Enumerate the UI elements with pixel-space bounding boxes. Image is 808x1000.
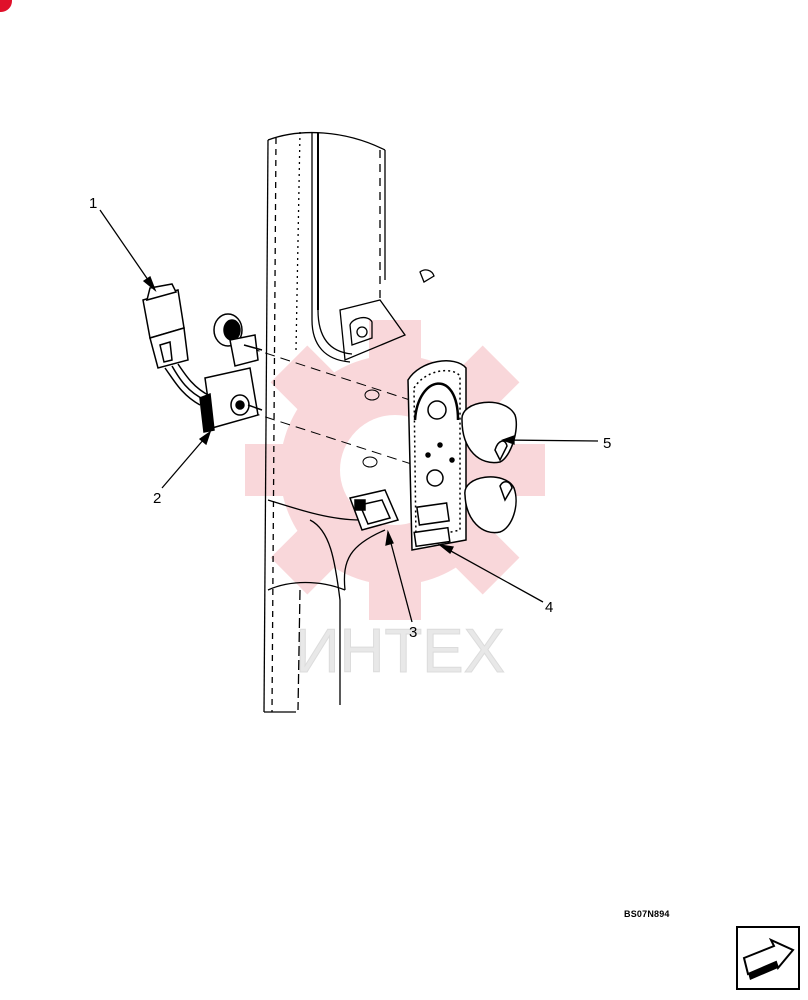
callout-2: 2 bbox=[153, 490, 161, 507]
callout-3: 3 bbox=[409, 624, 417, 641]
part-3-clip bbox=[348, 489, 400, 531]
next-page-button[interactable] bbox=[736, 926, 800, 990]
cab-post bbox=[263, 131, 435, 713]
drawing-code: BS07N894 bbox=[624, 909, 670, 919]
watermark-gear-logo-icon bbox=[245, 320, 545, 620]
next-page-arrow-icon bbox=[742, 937, 795, 980]
callout-5: 5 bbox=[603, 435, 611, 452]
watermark-text: ИНТЕХ bbox=[295, 617, 505, 686]
callout-4: 4 bbox=[545, 599, 553, 616]
part-2-switch-assembly bbox=[199, 313, 263, 433]
callout-1: 1 bbox=[89, 195, 97, 212]
part-4-panel bbox=[407, 360, 467, 551]
mounting-guides bbox=[249, 347, 431, 471]
part-1-connector bbox=[142, 283, 211, 406]
leader-lines bbox=[99, 209, 599, 623]
